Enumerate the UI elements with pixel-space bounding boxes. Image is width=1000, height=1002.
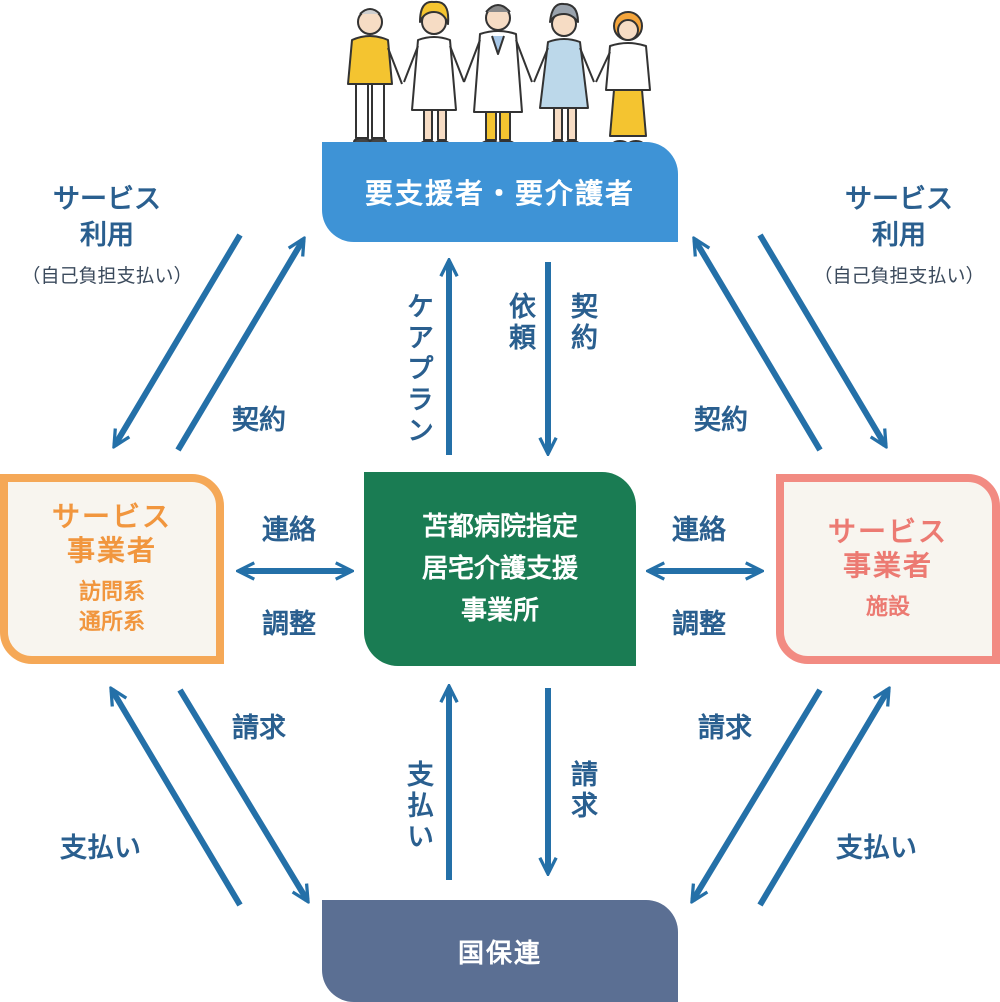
arrow-left-payment [112,690,243,907]
care-office-box: 苫都病院指定 居宅介護支援 事業所 [364,472,636,666]
left-contact-label: 連絡 [262,515,316,546]
insurer-box-label: 国保連 [457,938,542,969]
left-payment-label: 支払い [60,833,141,864]
right-service-note: （自己負担支払い） [813,265,985,287]
left-provider-sub1: 訪問系 [78,580,145,605]
left-provider-title1: サービス [51,500,172,533]
left-service-use-label: サービス 利用 （自己負担支払い） [12,182,202,294]
user-box-label: 要支援者・要介護者 [364,177,635,210]
right-billing-label: 請求 [698,713,752,744]
arrow-left-service-use [115,233,243,445]
center-contract-label: 契約 [566,292,597,354]
arrow-left-billing [177,688,307,900]
right-service-use-label: サービス 利用 （自己負担支払い） [804,182,994,294]
right-service-line2: 利用 [872,220,926,251]
people-holding-hands-icon [347,0,651,148]
left-provider-box: サービス 事業者 訪問系 通所系 [0,474,224,664]
arrow-left-contract [175,240,303,452]
arrow-right-billing [693,688,823,900]
right-payment-label: 支払い [836,833,917,864]
left-contract-label: 契約 [232,405,286,436]
arrow-right-service-use [757,233,885,445]
care-office-line2: 居宅介護支援 [421,554,578,584]
care-plan-label: ケアプラン [402,292,433,447]
right-contract-label: 契約 [694,405,748,436]
center-billing-label: 請求 [566,760,597,822]
right-service-line1: サービス [845,184,953,215]
arrow-right-payment [757,690,888,907]
left-billing-label: 請求 [232,713,286,744]
right-contact-label: 連絡 [672,515,726,546]
right-provider-title2: 事業者 [842,549,933,582]
left-provider-sub2: 通所系 [78,610,145,635]
right-adjust-label: 調整 [672,609,726,640]
left-adjust-label: 調整 [262,609,316,640]
right-provider-box: サービス 事業者 施設 [776,474,1000,664]
care-office-line1: 苫都病院指定 [421,512,578,542]
user-box: 要支援者・要介護者 [322,142,678,242]
arrow-right-contract [695,240,823,452]
right-provider-title1: サービス [827,515,948,548]
care-office-line3: 事業所 [460,596,539,626]
center-payment-label: 支払い [402,760,433,853]
insurer-box: 国保連 [322,900,678,1002]
left-service-line1: サービス [53,184,161,215]
left-provider-title2: 事業者 [66,534,157,567]
left-service-note: （自己負担支払い） [21,265,193,287]
right-provider-sub1: 施設 [865,595,910,620]
request-label: 依頼 [504,292,535,354]
left-service-line2: 利用 [80,220,134,251]
